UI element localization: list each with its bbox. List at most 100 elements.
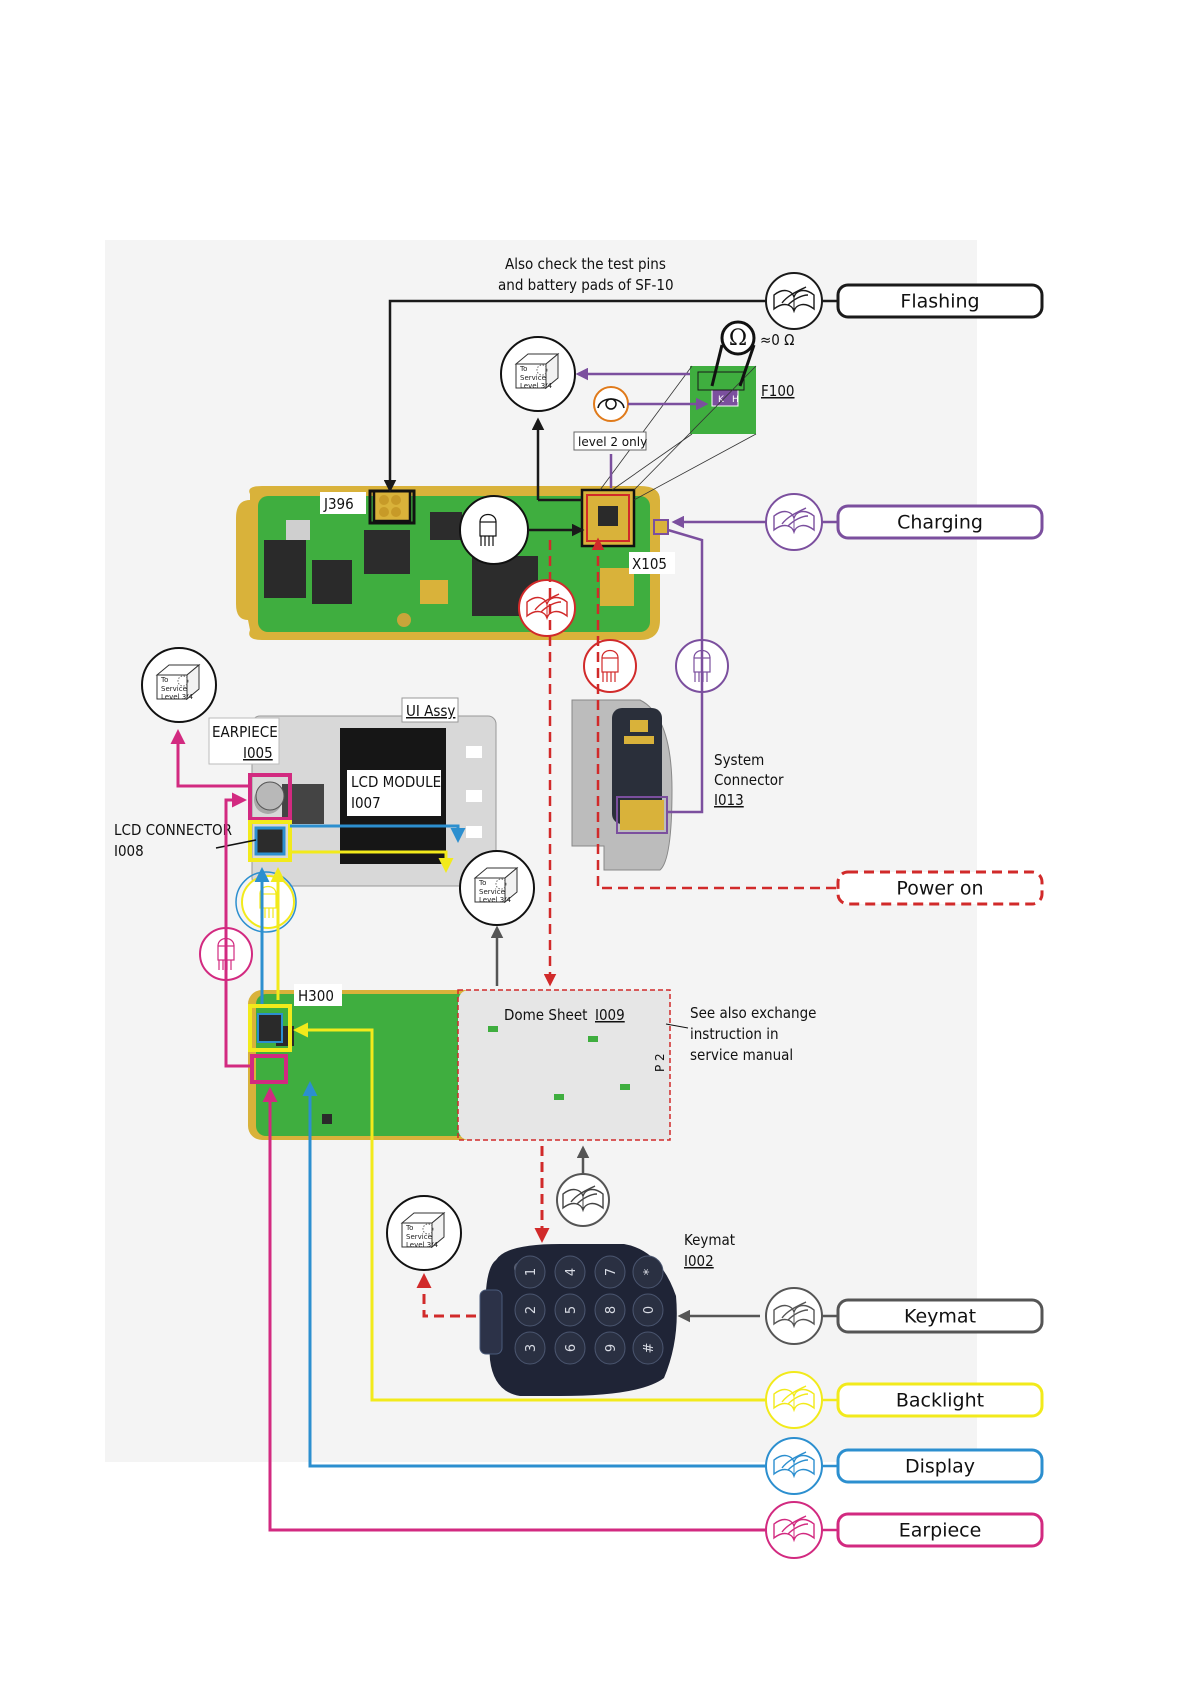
pill-label-keymat: Keymat bbox=[904, 1306, 976, 1328]
system-connector-label-1: System bbox=[714, 751, 764, 769]
earpiece-label: EARPIECE bbox=[212, 723, 278, 741]
key-2 bbox=[514, 1293, 546, 1327]
procedure-display[interactable]: Display bbox=[765, 1437, 1044, 1495]
key-label-4: 4 bbox=[564, 1268, 579, 1276]
main-pcb bbox=[236, 486, 669, 640]
ui-pcb-earpiece-pads bbox=[250, 1054, 288, 1084]
power-on-line-svc bbox=[416, 1273, 476, 1318]
key-8 bbox=[594, 1293, 626, 1327]
rotate-icon bbox=[593, 386, 629, 422]
esd-yellow bbox=[241, 875, 295, 929]
lcd-connector-inner bbox=[254, 826, 286, 856]
svg-text:Service: Service bbox=[406, 1233, 432, 1241]
svg-text:Level 3/4: Level 3/4 bbox=[479, 896, 512, 904]
x105-label-box bbox=[629, 552, 675, 574]
flashing-line bbox=[383, 299, 766, 493]
earpiece-component bbox=[255, 781, 285, 811]
lcd-module-label: LCD MODULE bbox=[351, 773, 441, 791]
f100-label: F100 bbox=[761, 382, 795, 400]
dome-sheet-ref: I009 bbox=[595, 1006, 625, 1024]
earpiece-line bbox=[262, 1087, 770, 1532]
svg-text:To: To bbox=[478, 879, 486, 887]
esd-red bbox=[583, 639, 637, 693]
ui-assy-label: UI Assy bbox=[406, 702, 455, 720]
lcd-connector-ref: I008 bbox=[114, 842, 144, 860]
j396-label: J396 bbox=[323, 495, 354, 513]
see-also-line3: service manual bbox=[690, 1046, 793, 1064]
key-* bbox=[632, 1255, 664, 1289]
key-0 bbox=[632, 1293, 664, 1327]
svg-text:Level 3/4: Level 3/4 bbox=[161, 693, 194, 701]
procedure-keymat[interactable]: Keymat bbox=[765, 1287, 1044, 1345]
procedure-power_on[interactable]: Power on bbox=[836, 870, 1044, 906]
lcd-connector-label: LCD CONNECTOR bbox=[114, 821, 232, 839]
f100-zoom-line-3 bbox=[633, 433, 757, 501]
keymat-ref: I002 bbox=[684, 1252, 714, 1270]
svg-text:H: H bbox=[732, 395, 739, 405]
h300-label-box bbox=[294, 984, 342, 1006]
lcd-module-ref: I007 bbox=[351, 794, 381, 812]
pill-label-earpiece: Earpiece bbox=[899, 1520, 982, 1542]
svg-text:To: To bbox=[519, 365, 527, 373]
key-label-3: 3 bbox=[524, 1344, 539, 1352]
level2-label-box bbox=[573, 431, 647, 451]
system-connector-ref: I013 bbox=[714, 791, 744, 809]
display-line-module bbox=[290, 824, 466, 843]
earpiece-line-up bbox=[224, 792, 250, 1068]
pill-frame-charging[interactable] bbox=[836, 504, 1044, 540]
see-also-line1: See also exchange bbox=[690, 1004, 817, 1022]
key-label-8: 8 bbox=[604, 1306, 619, 1314]
pill-label-power_on: Power on bbox=[896, 878, 983, 900]
key-label-5: 5 bbox=[564, 1306, 579, 1314]
procedure-flashing[interactable]: Flashing bbox=[765, 272, 1044, 330]
service-level-box-top: To Service Level 3/4 bbox=[500, 336, 576, 412]
svg-text:To: To bbox=[160, 676, 168, 684]
pill-label-charging: Charging bbox=[897, 512, 983, 534]
svg-text:Level 3/4: Level 3/4 bbox=[406, 1241, 439, 1249]
ohm-meter-icon: Ω bbox=[710, 320, 756, 387]
service-level-box-keymat: To Service Level 3/4 bbox=[386, 1195, 462, 1271]
service-level-box-ui: To Service Level 3/4 bbox=[459, 850, 535, 926]
backlight-line bbox=[293, 1022, 770, 1402]
x105-label: X105 bbox=[632, 555, 667, 573]
key-label-6: 6 bbox=[564, 1344, 579, 1352]
key-# bbox=[632, 1331, 664, 1365]
esd-main-pcb bbox=[459, 495, 529, 565]
lcd-module-label-box bbox=[347, 770, 441, 816]
top-note-line2: and battery pads of SF-10 bbox=[498, 276, 674, 294]
key-7 bbox=[594, 1255, 626, 1289]
svg-text:K: K bbox=[718, 395, 725, 405]
charging-line-sys bbox=[667, 640, 704, 814]
pill-frame-flashing[interactable] bbox=[836, 283, 1044, 319]
top-note-line1: Also check the test pins bbox=[505, 255, 666, 273]
book-icon-dome bbox=[556, 1173, 610, 1227]
key-5 bbox=[554, 1293, 586, 1327]
procedure-charging[interactable]: Charging bbox=[765, 493, 1044, 551]
earpiece-label-box bbox=[208, 717, 280, 765]
pill-frame-keymat[interactable] bbox=[836, 1298, 1044, 1334]
ohm-value-label: ≈0 Ω bbox=[760, 331, 795, 349]
pill-frame-display[interactable] bbox=[836, 1448, 1044, 1484]
see-also-pointer bbox=[665, 1023, 689, 1029]
key-label-7: 7 bbox=[604, 1268, 619, 1276]
system-connector-part bbox=[571, 699, 673, 871]
f100-zoom-line-1 bbox=[599, 365, 693, 491]
pill-label-backlight: Backlight bbox=[896, 1390, 984, 1412]
procedure-backlight[interactable]: Backlight bbox=[765, 1371, 1044, 1429]
earpiece-box bbox=[248, 773, 292, 821]
pill-frame-earpiece[interactable] bbox=[836, 1512, 1044, 1548]
dome-sheet-label: Dome Sheet bbox=[504, 1006, 587, 1024]
procedure-earpiece[interactable]: Earpiece bbox=[765, 1501, 1044, 1559]
earpiece-ref: I005 bbox=[243, 744, 273, 762]
charging-line-esd-up bbox=[667, 528, 704, 640]
h300-inner bbox=[257, 1013, 283, 1043]
pill-frame-power_on[interactable] bbox=[836, 870, 1044, 906]
svg-text:Service: Service bbox=[161, 685, 187, 693]
svg-text:Service: Service bbox=[479, 888, 505, 896]
f100-zoom-line-2 bbox=[611, 433, 693, 491]
key-4 bbox=[554, 1255, 586, 1289]
pill-frame-backlight[interactable] bbox=[836, 1382, 1044, 1418]
